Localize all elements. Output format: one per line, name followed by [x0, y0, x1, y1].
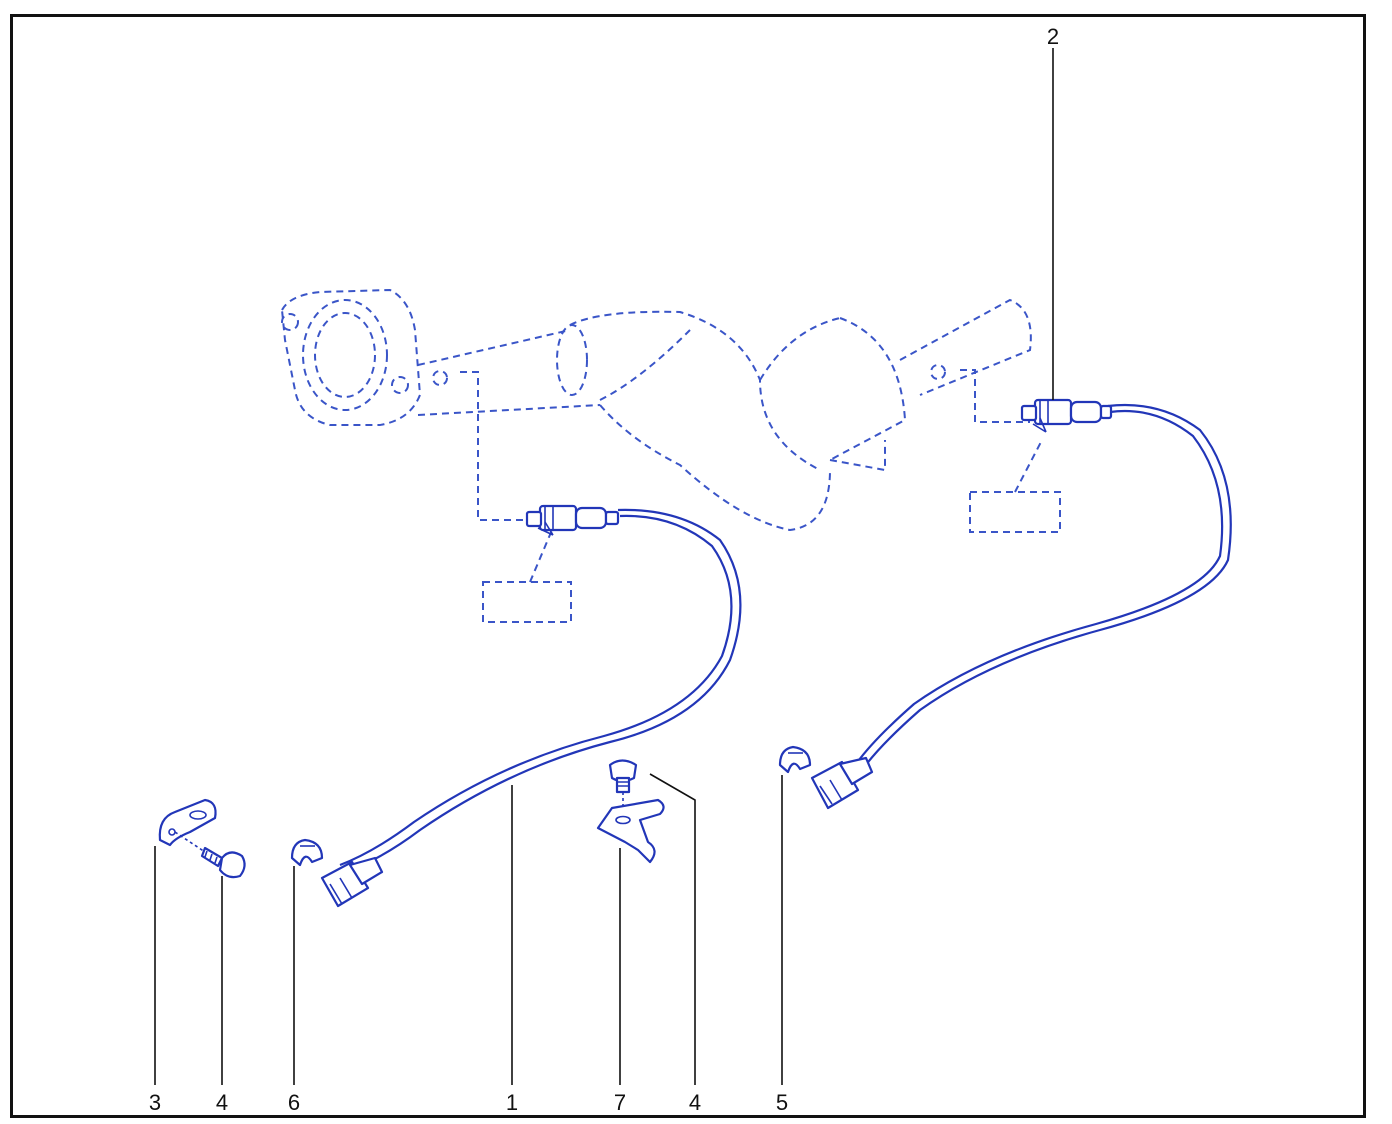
callout-4-left: 4 — [216, 1090, 228, 1115]
callout-3: 3 — [149, 1090, 161, 1115]
callout-5: 5 — [776, 1090, 788, 1115]
exhaust-manifold-ghost — [280, 288, 1061, 623]
bracket-3 — [158, 798, 217, 847]
diagram-frame — [10, 14, 1366, 1118]
bracket-7 — [596, 798, 665, 864]
oxygen-sensor-front — [320, 504, 742, 908]
callout-6: 6 — [288, 1090, 300, 1115]
callout-1: 1 — [506, 1090, 518, 1115]
bolt-4-left — [174, 831, 246, 879]
bolt-4-center — [608, 759, 638, 814]
oxygen-sensor-rear — [810, 398, 1232, 810]
callout-2: 2 — [1047, 24, 1059, 49]
clip-5 — [778, 745, 812, 774]
clip-6 — [290, 838, 324, 867]
callout-4-center: 4 — [689, 1090, 701, 1115]
callout-7: 7 — [614, 1090, 626, 1115]
leader-lines — [154, 48, 1054, 1085]
